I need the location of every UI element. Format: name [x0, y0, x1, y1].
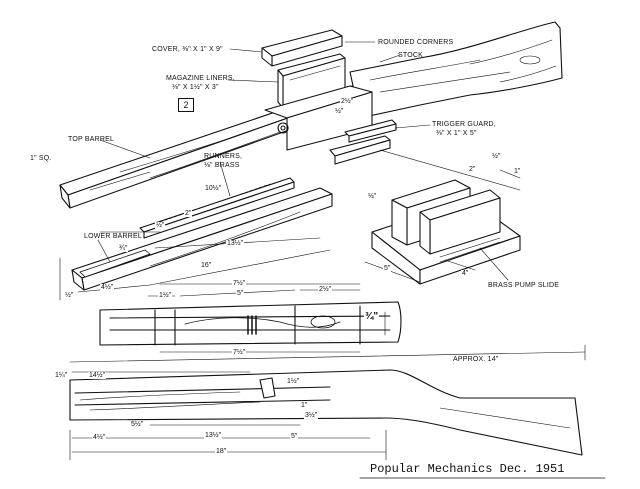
trigger-guard-part	[329, 119, 397, 165]
magazine-liners-part	[277, 53, 346, 109]
dim-5-bot: 5"	[290, 433, 299, 440]
dim-2-top: 2½"	[340, 98, 355, 105]
label-stock: STOCK	[398, 52, 423, 59]
label-runners-1: RUNNERS,	[204, 153, 243, 160]
dim-1-2-runner: ½"	[155, 222, 166, 229]
dim-1-5-mid: 1½"	[158, 292, 173, 299]
lower-barrel-part	[71, 187, 333, 291]
pump-slide-part	[371, 179, 521, 285]
label-trigger-guard-1: TRIGGER GUARD,	[432, 121, 496, 128]
dim-7-5-mid-top: 7½"	[232, 280, 247, 287]
label-magazine-liners-2: ⅛" X 1½" X 3"	[172, 84, 219, 91]
label-lower-barrel: LOWER BARREL	[84, 233, 143, 240]
dim-5-slide: 5"	[383, 265, 392, 272]
dim-3-5-bot: 3½"	[304, 412, 319, 419]
dim-10-5: 10½"	[204, 185, 223, 192]
leader-lines	[59, 41, 586, 461]
side-view-lower	[69, 369, 583, 456]
dim-1-slide: 1"	[513, 168, 522, 175]
cover-part	[261, 29, 343, 67]
dim-7-5-mid-bot: 7½"	[232, 349, 247, 356]
dim-1-2-lower: ½"	[64, 292, 75, 299]
dim-2-slide: 2"	[468, 166, 477, 173]
dim-1-2-slide-top: ½"	[491, 153, 502, 160]
label-magazine-liners-1: MAGAZINE LINERS,	[166, 75, 235, 82]
label-rounded-corners: ROUNDED CORNERS	[378, 39, 454, 46]
dim-4-slide: 4"	[461, 270, 470, 277]
dim-1-2-slide-side: ½"	[367, 193, 378, 200]
dim-5-5-bot: 5½"	[130, 421, 145, 428]
dim-1-bot: 1"	[300, 402, 309, 409]
dim-1-5-bot: 1½"	[286, 378, 301, 385]
dim-4-5-bot: 4½"	[92, 434, 107, 441]
label-trigger-guard-2: ⅜" X 1" X 5"	[436, 130, 477, 137]
label-runners-2: ⅛" BRASS	[204, 162, 240, 169]
label-brass-pump-slide: BRASS PUMP SLIDE	[488, 282, 560, 289]
dim-1-4-bot: 1¼"	[54, 372, 69, 379]
section-view-middle	[99, 301, 402, 346]
dim-16-lower: 16"	[200, 262, 213, 269]
dim-2-5-mid: 2½"	[318, 286, 333, 293]
label-top-barrel: TOP BARREL	[68, 136, 115, 143]
dim-3-4-mid: ¾"	[364, 311, 380, 322]
label-approx-14: APPROX. 14"	[453, 356, 499, 363]
dim-13-5-bot: 13½"	[204, 432, 223, 439]
publication-credit: Popular Mechanics Dec. 1951	[370, 462, 565, 476]
label-cover: COVER, ⅜" X 1" X 9"	[152, 46, 223, 53]
dim-13-lower: 13½"	[226, 240, 245, 247]
dim-2-runner: 2"	[184, 210, 193, 217]
dim-18-bot: 18"	[215, 448, 228, 455]
dim-3-4-lower: ¾"	[118, 245, 129, 252]
runners-part	[139, 177, 295, 239]
dim-14-5-bot: 14½"	[88, 372, 107, 379]
dim-5-mid: 5"	[236, 290, 245, 297]
dim-4-lower: 4½"	[100, 284, 115, 291]
dim-1-2-top: ½"	[334, 108, 345, 115]
stock-part	[349, 21, 563, 119]
figure-number: 2	[178, 98, 194, 112]
label-one-sq: 1" SQ.	[30, 155, 52, 162]
